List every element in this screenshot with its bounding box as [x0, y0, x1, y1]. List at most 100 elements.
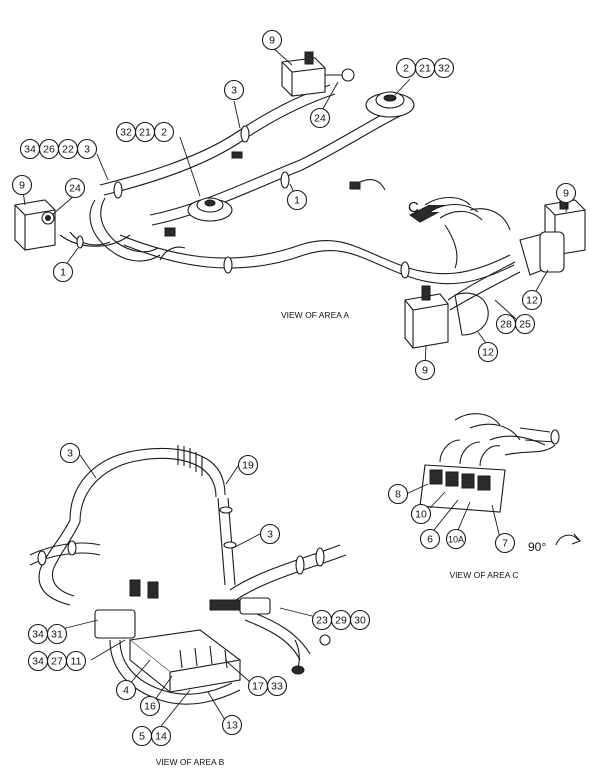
- callout-b-2-0: 3: [259, 523, 281, 545]
- callout-b-1-0: 19: [237, 454, 259, 476]
- callout-label: 21: [419, 63, 431, 75]
- callout-b-3-1: 31: [46, 623, 68, 645]
- callout-circle: [221, 714, 243, 736]
- callout-a-0-0: 9: [261, 29, 283, 51]
- callout-circle: [414, 359, 436, 381]
- callout-c-4-0: 7: [494, 532, 516, 554]
- callout-circle: [286, 189, 308, 211]
- callout-circle: [76, 138, 98, 160]
- callout-circle: [555, 182, 577, 204]
- callout-label: 7: [502, 538, 508, 550]
- callout-a-11-0: 12: [521, 289, 543, 311]
- callout-b-4-0: 34: [27, 650, 49, 672]
- callout-label: 17: [252, 681, 264, 693]
- callout-b-6-0: 4: [115, 679, 137, 701]
- callout-label: 6: [427, 534, 433, 546]
- callout-a-12-0: 28: [495, 313, 517, 335]
- callout-a-1-1: 21: [414, 57, 436, 79]
- callout-circle: [59, 442, 81, 464]
- area-a-drawing: [14, 51, 586, 349]
- callout-label: 3: [267, 529, 273, 541]
- caption-view-area-c: VIEW OF AREA C: [450, 570, 519, 580]
- area-c-drawing: [419, 413, 581, 546]
- caption-view-area-b: VIEW OF AREA B: [156, 757, 225, 767]
- callout-circle: [153, 121, 175, 143]
- callout-circle: [139, 695, 161, 717]
- callout-circle: [46, 623, 68, 645]
- callout-b-5-2: 30: [349, 609, 371, 631]
- rotation-label: 90°: [528, 540, 546, 554]
- callout-label: 8: [395, 489, 401, 501]
- callout-label: 12: [526, 295, 538, 307]
- callout-circle: [419, 528, 441, 550]
- callout-b-5-1: 29: [330, 609, 352, 631]
- callout-label: 3: [231, 85, 237, 97]
- callout-a-5-0: 32: [115, 121, 137, 143]
- callout-c-2-0: 6: [419, 528, 441, 550]
- callout-circle: [65, 650, 87, 672]
- callout-b-4-2: 11: [65, 650, 87, 672]
- callout-b-10-0: 5: [131, 725, 153, 747]
- callout-label: 31: [51, 629, 63, 641]
- callout-label: 16: [144, 701, 156, 713]
- callout-circle: [259, 523, 281, 545]
- callout-circle: [410, 503, 432, 525]
- callout-circle: [349, 609, 371, 631]
- callout-circle: [115, 679, 137, 701]
- callout-label: 25: [519, 319, 531, 331]
- callout-label: 19: [242, 460, 254, 472]
- callout-a-4-2: 22: [57, 138, 79, 160]
- callout-circle: [223, 79, 245, 101]
- callout-label: 32: [120, 127, 132, 139]
- callout-label: 3: [67, 448, 73, 460]
- callout-label: 24: [314, 113, 326, 125]
- callout-a-5-1: 21: [134, 121, 156, 143]
- callout-label: 9: [269, 35, 275, 47]
- callout-label: 33: [271, 681, 283, 693]
- callout-b-0-0: 3: [59, 442, 81, 464]
- callout-circle: [477, 341, 499, 363]
- callout-b-8-0: 17: [247, 675, 269, 697]
- callout-label: 12: [482, 347, 494, 359]
- callout-circle: [261, 29, 283, 51]
- callout-c-0-0: 8: [387, 483, 409, 505]
- callout-label: 13: [226, 720, 238, 732]
- callout-circle: [266, 675, 288, 697]
- callout-b-9-0: 13: [221, 714, 243, 736]
- callout-circle: [445, 528, 467, 550]
- callout-label: 1: [294, 195, 300, 207]
- callout-a-5-2: 2: [153, 121, 175, 143]
- callout-label: 34: [24, 144, 36, 156]
- callout-a-6-0: 9: [11, 174, 33, 196]
- area-b-drawing: [29, 445, 347, 705]
- callout-label: 9: [19, 180, 25, 192]
- callout-circle: [433, 57, 455, 79]
- callout-a-2-0: 3: [223, 79, 245, 101]
- callout-b-7-0: 16: [139, 695, 161, 717]
- callout-label: 4: [123, 685, 129, 697]
- callout-a-4-0: 34: [19, 138, 41, 160]
- callout-label: 22: [62, 144, 74, 156]
- callout-c-3-0: 10A: [445, 528, 467, 550]
- callout-label: 24: [69, 183, 81, 195]
- callout-circle: [150, 725, 172, 747]
- callout-label: 3: [84, 144, 90, 156]
- callout-label: 34: [32, 629, 44, 641]
- callout-label: 27: [51, 656, 63, 668]
- callout-circle: [387, 483, 409, 505]
- caption-view-area-a: VIEW OF AREA A: [281, 310, 349, 320]
- callout-label: 32: [438, 63, 450, 75]
- callout-a-7-0: 24: [64, 177, 86, 199]
- callout-circle: [237, 454, 259, 476]
- callout-label: 2: [403, 63, 409, 75]
- callout-a-8-0: 1: [52, 261, 74, 283]
- callout-label: 23: [316, 615, 328, 627]
- callout-label: 9: [563, 188, 569, 200]
- callout-a-10-0: 9: [555, 182, 577, 204]
- callout-label: 30: [354, 615, 366, 627]
- callout-label: 10: [415, 509, 427, 521]
- callout-label: 34: [32, 656, 44, 668]
- callout-label: 1: [60, 267, 66, 279]
